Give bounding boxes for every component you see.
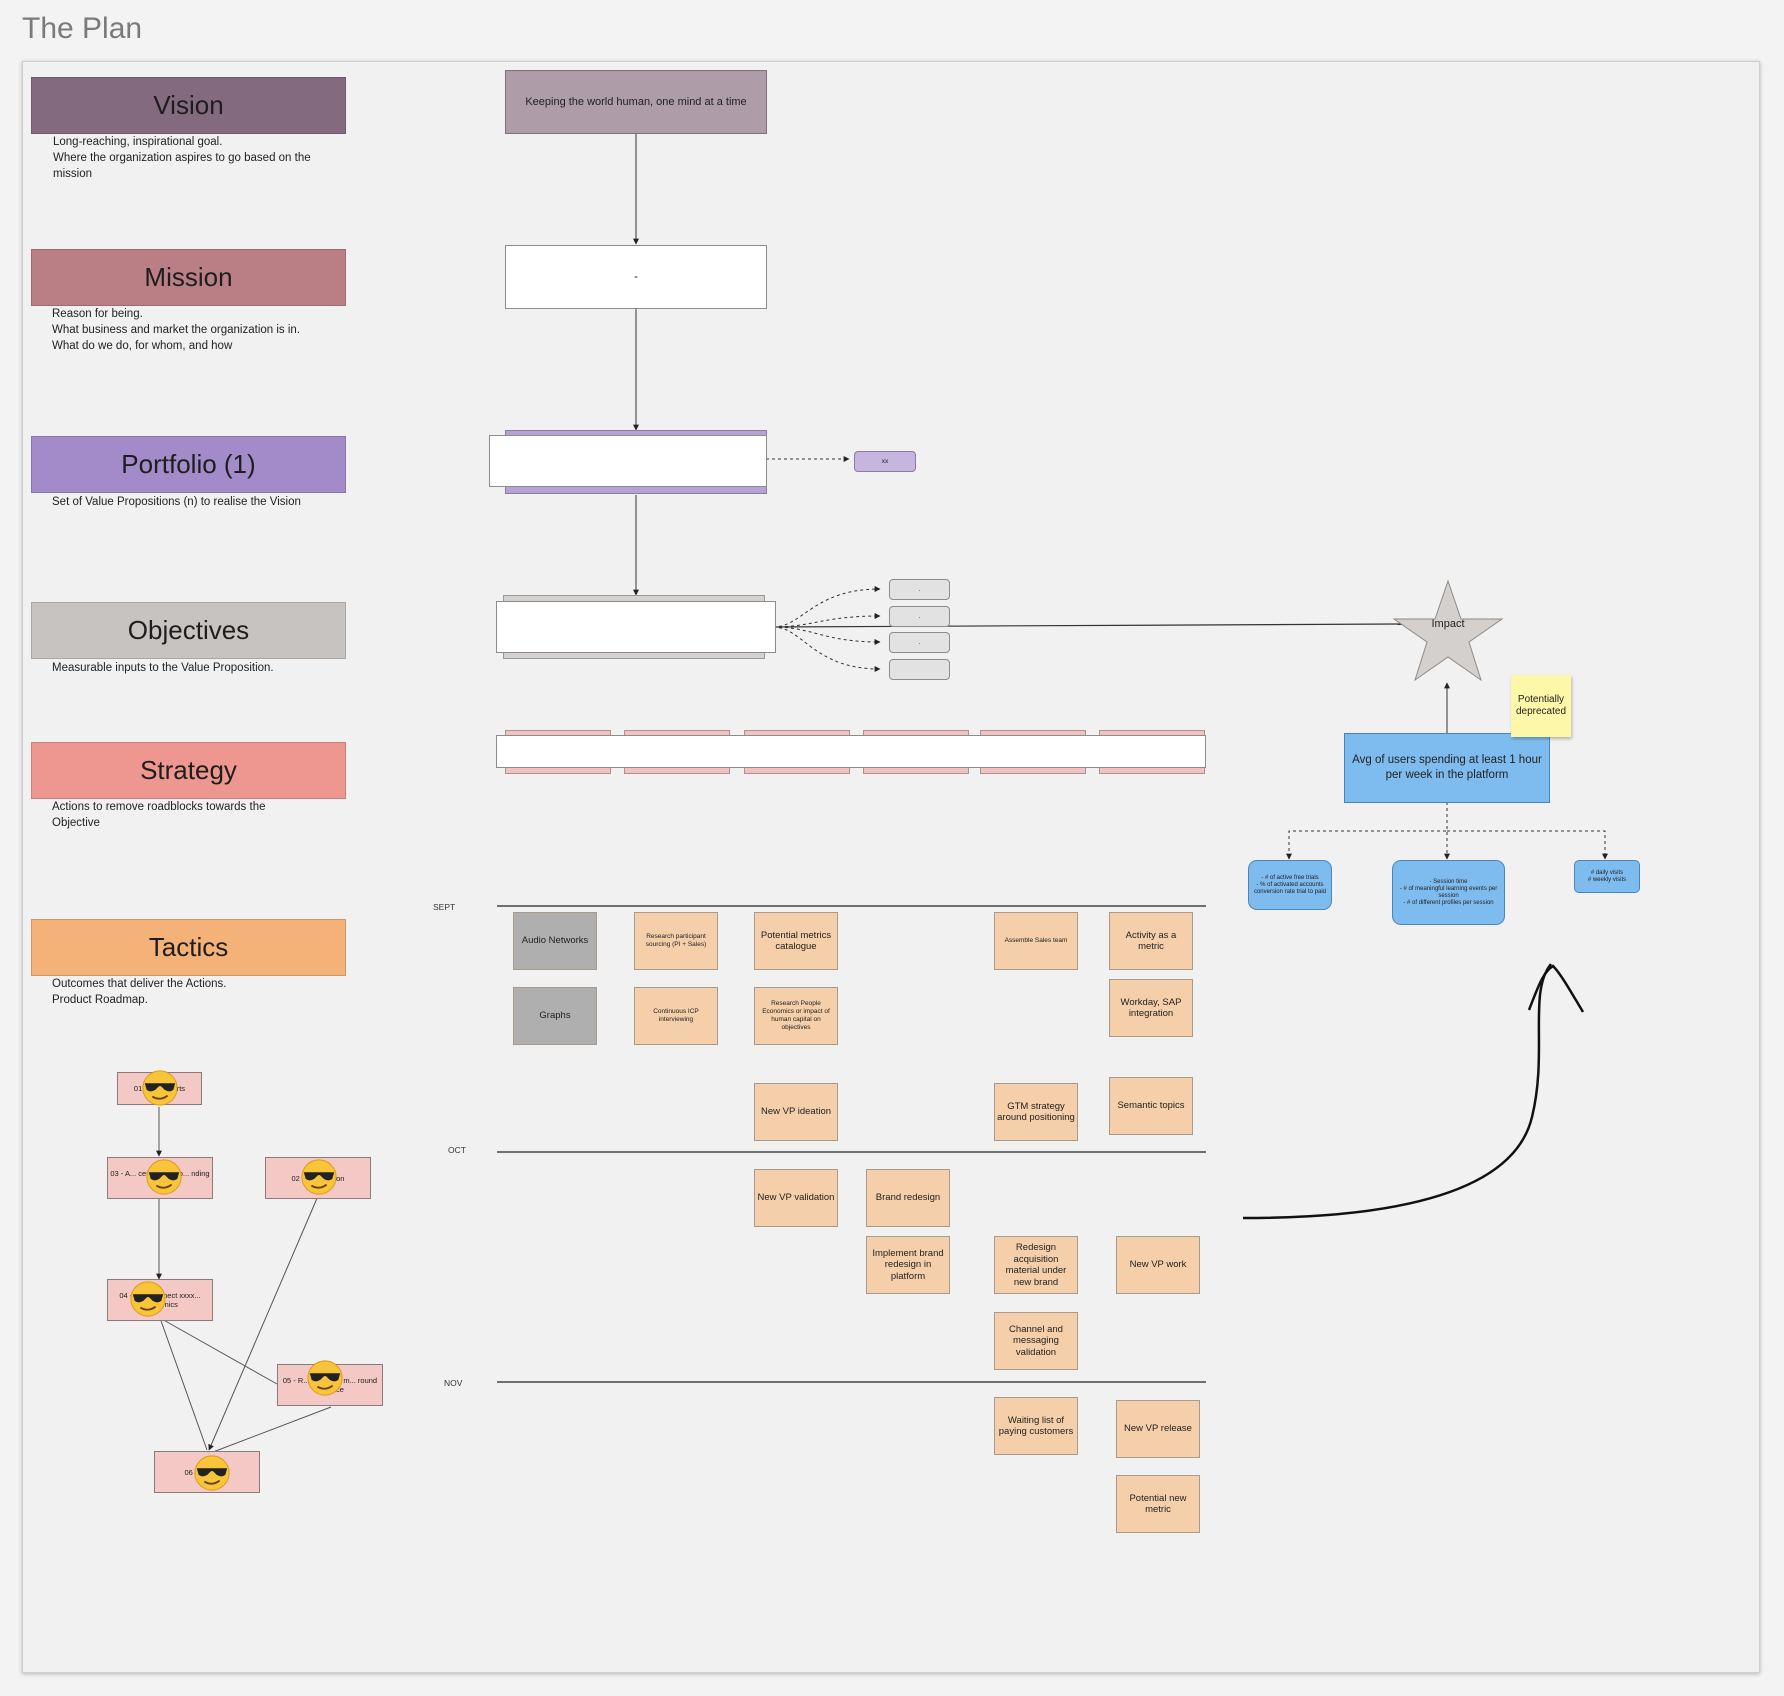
page-title: The Plan — [22, 12, 143, 45]
metric-tree-right — [1447, 830, 1608, 860]
sunglasses-emoji-icon[interactable] — [141, 1069, 179, 1107]
impact-label: Impact — [1431, 618, 1465, 630]
objectives-header[interactable]: Objectives — [31, 602, 346, 659]
tactic-card-brand-redesign[interactable]: Brand redesign — [866, 1169, 950, 1227]
whiteboard-canvas[interactable]: Vision Long-reaching, inspirational goal… — [22, 61, 1760, 1673]
mission-header[interactable]: Mission — [31, 249, 346, 306]
tactic-card-metrics-catalogue[interactable]: Potential metrics catalogue — [754, 912, 838, 970]
mission-statement-box[interactable]: - — [505, 245, 767, 309]
connector-layer — [156, 130, 1608, 1453]
objective-branch-2 — [772, 613, 881, 628]
objective-pill-4[interactable] — [889, 659, 950, 680]
tactics-header[interactable]: Tactics — [31, 919, 346, 976]
strategy-header[interactable]: Strategy — [31, 742, 346, 799]
tactic-card-vp-release[interactable]: New VP release — [1116, 1400, 1200, 1458]
sub-metric-visits[interactable]: # daily visits # weekly visits — [1574, 860, 1640, 893]
objectives-box[interactable] — [496, 601, 776, 653]
dep-04-06 — [159, 1317, 208, 1451]
dep-05-06 — [212, 1406, 332, 1453]
tactic-card-icp-interviewing[interactable]: Continuous ICP interviewing — [634, 987, 718, 1045]
north-star-metric[interactable]: Avg of users spending at least 1 hour pe… — [1344, 733, 1550, 803]
tactic-card-vp-work[interactable]: New VP work — [1116, 1236, 1200, 1294]
objective-branch-1 — [772, 586, 881, 628]
month-label-sept: SEPT — [433, 902, 456, 912]
portfolio-tag[interactable]: xx — [854, 451, 916, 472]
month-label-oct: OCT — [448, 1145, 466, 1155]
portfolio-box[interactable] — [489, 435, 767, 487]
tactic-card-research-sourcing[interactable]: Research participant sourcing (PI + Sale… — [634, 912, 718, 970]
sunglasses-emoji-icon[interactable] — [306, 1359, 344, 1397]
sub-metric-trials[interactable]: - # of active free trials - % of activat… — [1248, 860, 1332, 910]
hand-drawn-arrow-shaft — [1242, 963, 1552, 1220]
objective-pill-1[interactable]: . — [889, 579, 950, 600]
tactic-card-audio-networks[interactable]: Audio Networks — [513, 912, 597, 970]
impact-star — [1392, 579, 1504, 682]
tactic-card-gtm-strategy[interactable]: GTM strategy around positioning — [994, 1083, 1078, 1141]
mission-description: Reason for being. What business and mark… — [52, 308, 301, 352]
sunglasses-emoji-icon[interactable] — [193, 1454, 231, 1492]
tactics-description: Outcomes that deliver the Actions. Produ… — [52, 978, 227, 1006]
tactic-card-implement-brand[interactable]: Implement brand redesign in platform — [866, 1236, 950, 1294]
tactic-card-sales-team[interactable]: Assemble Sales team — [994, 912, 1078, 970]
objective-branch-4 — [772, 626, 881, 672]
portfolio-header[interactable]: Portfolio (1) — [31, 436, 346, 493]
tactic-card-graphs[interactable]: Graphs — [513, 987, 597, 1045]
objectives-to-impact-line — [770, 623, 1404, 628]
dep-04-05 — [159, 1317, 278, 1385]
tactic-card-vp-ideation[interactable]: New VP ideation — [754, 1083, 838, 1141]
tactic-card-workday-sap[interactable]: Workday, SAP integration — [1109, 979, 1193, 1037]
sub-metric-sessions[interactable]: - Session time - # of meaningful learnin… — [1392, 860, 1505, 925]
objective-branch-3 — [772, 626, 881, 645]
dep-02-06 — [208, 1195, 319, 1451]
tactic-card-semantic-topics[interactable]: Semantic topics — [1109, 1077, 1193, 1135]
tactic-card-new-metric[interactable]: Potential new metric — [1116, 1475, 1200, 1533]
tactic-card-channel-messaging[interactable]: Channel and messaging validation — [994, 1312, 1078, 1370]
vision-statement-box[interactable]: Keeping the world human, one mind at a t… — [505, 70, 767, 134]
objective-pill-3[interactable]: . — [889, 632, 950, 653]
sunglasses-emoji-icon[interactable] — [129, 1280, 167, 1318]
objective-pill-2[interactable]: . — [889, 606, 950, 627]
tactic-card-activity-metric[interactable]: Activity as a metric — [1109, 912, 1193, 970]
vision-description: Long-reaching, inspirational goal. Where… — [53, 136, 311, 180]
objectives-description: Measurable inputs to the Value Propositi… — [52, 662, 274, 674]
month-label-nov: NOV — [444, 1378, 463, 1388]
tactic-card-vp-validation[interactable]: New VP validation — [754, 1169, 838, 1227]
tactic-card-redesign-acquisition[interactable]: Redesign acquisition material under new … — [994, 1236, 1078, 1294]
metric-tree-left — [1286, 802, 1448, 860]
tactic-card-people-economics[interactable]: Research People Economics or impact of h… — [754, 987, 838, 1045]
sunglasses-emoji-icon[interactable] — [300, 1158, 338, 1196]
tactic-card-waiting-list[interactable]: Waiting list of paying customers — [994, 1397, 1078, 1455]
portfolio-description: Set of Value Propositions (n) to realise… — [52, 496, 301, 508]
strategy-description: Actions to remove roadblocks towards the… — [52, 801, 266, 829]
sunglasses-emoji-icon[interactable] — [145, 1158, 183, 1196]
strategy-banner[interactable] — [496, 735, 1206, 768]
vision-header[interactable]: Vision — [31, 77, 346, 134]
sticky-note[interactable]: Potentially deprecated — [1511, 675, 1571, 737]
hand-drawn-arrow-head — [1527, 964, 1585, 1013]
